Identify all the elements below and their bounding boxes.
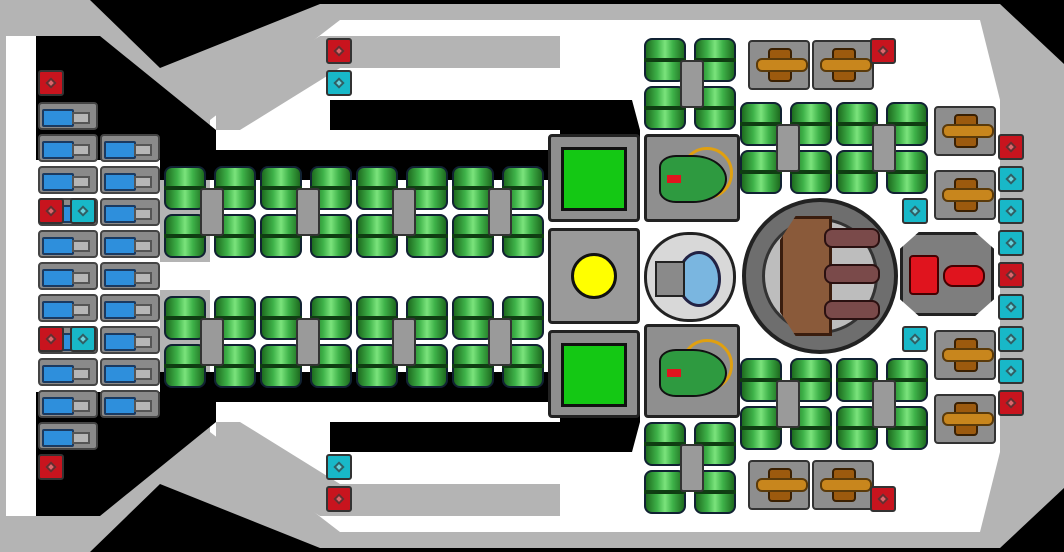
battery-icon[interactable] (100, 134, 160, 162)
engine-room[interactable] (900, 232, 994, 316)
battery-icon[interactable] (100, 390, 160, 418)
pipe-icon[interactable] (164, 294, 260, 390)
red-block[interactable] (998, 134, 1024, 160)
red-block[interactable] (38, 198, 64, 224)
turret-icon[interactable] (934, 330, 996, 380)
red-block[interactable] (326, 486, 352, 512)
battery-icon[interactable] (100, 294, 160, 322)
battery-icon[interactable] (38, 390, 98, 418)
battery-icon[interactable] (38, 134, 98, 162)
dock-room[interactable] (644, 232, 736, 322)
hatch-room[interactable] (742, 198, 898, 354)
pipe-icon[interactable] (356, 164, 452, 260)
pipe-icon[interactable] (644, 420, 740, 516)
pipe-icon[interactable] (260, 164, 356, 260)
battery-icon[interactable] (100, 326, 160, 354)
cyan-block[interactable] (70, 326, 96, 352)
shield-generator-icon (561, 147, 627, 211)
battery-icon[interactable] (38, 262, 98, 290)
cyan-block[interactable] (326, 454, 352, 480)
battery-icon[interactable] (100, 166, 160, 194)
turret-icon[interactable] (812, 460, 874, 510)
pipe-icon[interactable] (644, 36, 740, 132)
engine-icon (909, 255, 939, 295)
pipe-icon[interactable] (836, 100, 932, 196)
shield-room-bottom[interactable] (548, 330, 640, 418)
shield-room-top[interactable] (548, 134, 640, 222)
cyan-block[interactable] (998, 294, 1024, 320)
pipe-icon[interactable] (356, 294, 452, 390)
red-block[interactable] (870, 38, 896, 64)
battery-icon[interactable] (38, 422, 98, 450)
battery-icon[interactable] (38, 294, 98, 322)
cockpit-room-top[interactable] (644, 134, 740, 222)
pipe-icon[interactable] (164, 164, 260, 260)
cyan-block[interactable] (70, 198, 96, 224)
cyan-block[interactable] (998, 230, 1024, 256)
cyan-block[interactable] (998, 166, 1024, 192)
red-block[interactable] (870, 486, 896, 512)
hatch-icon (780, 216, 832, 336)
battery-icon[interactable] (100, 198, 160, 226)
shield-generator-icon (561, 343, 627, 407)
pipe-icon[interactable] (260, 294, 356, 390)
pipe-icon[interactable] (452, 294, 548, 390)
turret-icon[interactable] (934, 394, 996, 444)
turret-icon[interactable] (934, 106, 996, 156)
red-block[interactable] (38, 454, 64, 480)
red-block[interactable] (998, 262, 1024, 288)
turret-icon[interactable] (934, 170, 996, 220)
cyan-block[interactable] (998, 326, 1024, 352)
pipe-icon[interactable] (452, 164, 548, 260)
pipe-icon[interactable] (740, 356, 836, 452)
battery-icon[interactable] (100, 262, 160, 290)
cyan-block[interactable] (326, 70, 352, 96)
red-block[interactable] (38, 70, 64, 96)
battery-icon[interactable] (38, 166, 98, 194)
battery-icon[interactable] (38, 358, 98, 386)
turret-icon[interactable] (748, 40, 810, 90)
pipe-icon[interactable] (740, 100, 836, 196)
turret-icon[interactable] (748, 460, 810, 510)
battery-icon[interactable] (100, 358, 160, 386)
cyan-block[interactable] (998, 198, 1024, 224)
battery-icon[interactable] (38, 102, 98, 130)
cockpit-room-bottom[interactable] (644, 324, 740, 418)
red-block[interactable] (326, 38, 352, 64)
reactor-icon (571, 253, 617, 299)
cyan-block[interactable] (902, 198, 928, 224)
battery-icon[interactable] (38, 230, 98, 258)
turret-icon[interactable] (812, 40, 874, 90)
red-block[interactable] (38, 326, 64, 352)
pipe-icon[interactable] (836, 356, 932, 452)
red-block[interactable] (998, 390, 1024, 416)
cyan-block[interactable] (998, 358, 1024, 384)
reactor-room[interactable] (548, 228, 640, 324)
battery-icon[interactable] (100, 230, 160, 258)
cyan-block[interactable] (902, 326, 928, 352)
